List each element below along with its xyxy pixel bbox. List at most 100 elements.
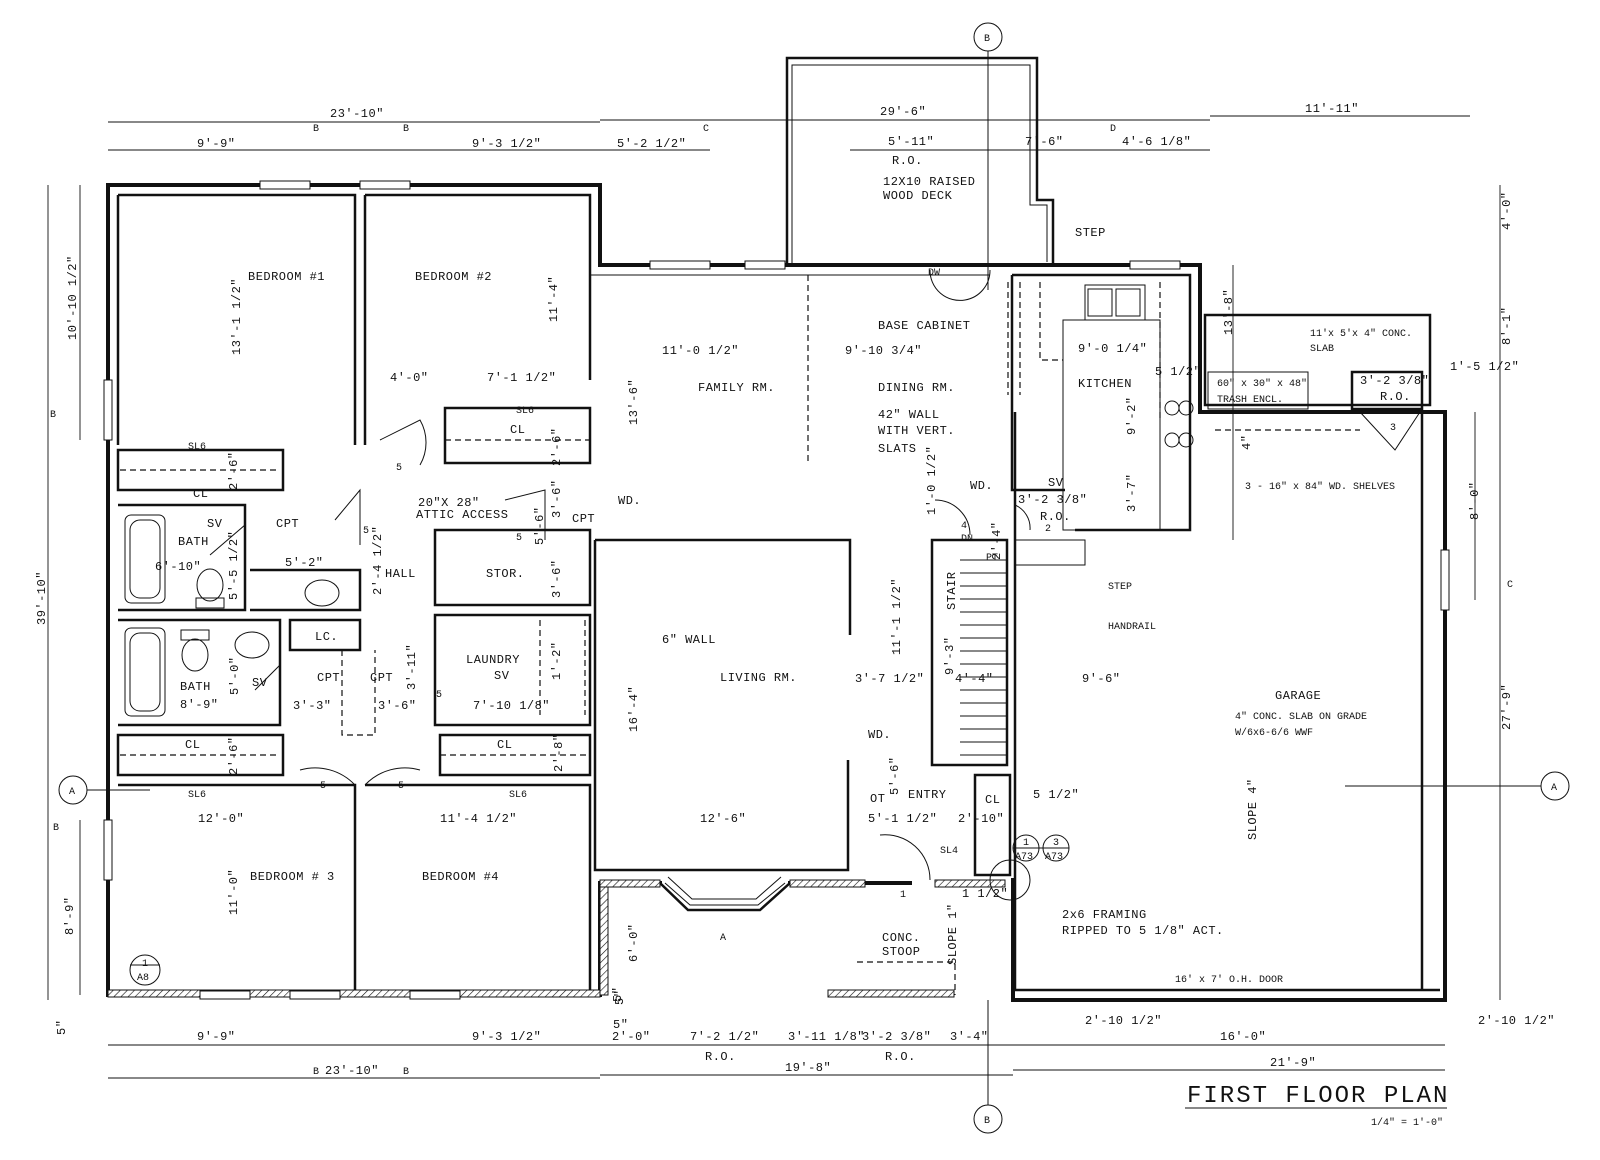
dim-in-a21: 3'-2 3/8": [1018, 493, 1087, 507]
dim-right-d7: 3'-2 3/8": [1360, 374, 1429, 388]
door-tag-5f: 5: [398, 781, 404, 792]
slope4-note: SLOPE 4": [1246, 778, 1260, 840]
dim-in-a50: 2'-4": [990, 521, 1004, 560]
dim-right-d5: 27'-9": [1500, 684, 1514, 730]
bedroom4-label: BEDROOM #4: [422, 870, 499, 884]
pt-note: PT: [986, 553, 998, 564]
sec2-num: 1: [1023, 838, 1029, 849]
stair-note: STAIR: [945, 571, 959, 610]
dim-in-a25: 5'-0": [228, 656, 242, 695]
cl-bed3-note: CL: [185, 738, 200, 752]
dim-top-d3: 5'-2 1/2": [617, 137, 686, 151]
grid-b-top: B: [984, 34, 990, 45]
dim-top-overall-right: 11'-11": [1305, 102, 1359, 116]
wall42-note-2: WITH VERT.: [878, 424, 955, 438]
sl6-bed2-tag: SL6: [516, 406, 534, 417]
room-labels: BEDROOM #1 BEDROOM #2 BEDROOM # 3 BEDROO…: [178, 270, 1321, 884]
dim-in-a3: 4'-0": [390, 371, 429, 385]
left-dimensions: 10'-10 1/2" 39'-10" 8'-9" 5": [35, 255, 80, 1035]
dim-in-a49: 1'-2": [550, 641, 564, 680]
dim-top-d1: 9'-9": [197, 137, 236, 151]
dim-in-a31: 3'-7 1/2": [855, 672, 924, 686]
dw-tag: DW: [928, 268, 940, 279]
door-tag-5e: 5: [320, 781, 326, 792]
framing-note-2: RIPPED TO 5 1/8" ACT.: [1062, 924, 1224, 938]
door-tag-5d: 5: [436, 690, 442, 701]
grid-d-top: D: [1110, 124, 1116, 135]
grid-c-right: C: [1507, 580, 1513, 591]
dim-left-d2: 8'-9": [63, 896, 77, 935]
grid-b-top-left: B: [313, 124, 319, 135]
slab-note-2: SLAB: [1310, 344, 1334, 355]
sv-bath2-note: SV: [252, 676, 268, 690]
dim-bot-d3: 2'-0": [612, 1030, 651, 1044]
dim-in-a6: 9'-10 3/4": [845, 344, 922, 358]
dim-in-a34: 2'-6": [227, 736, 241, 775]
grid-c-top: C: [703, 124, 709, 135]
dim-left-d3: 5": [55, 1020, 69, 1035]
grid-bubbles: [58, 22, 1570, 1134]
dim-in-a7: 9'-0 1/4": [1078, 342, 1147, 356]
wall42-note-1: 42" WALL: [878, 408, 940, 422]
sec3-num: 3: [1053, 838, 1059, 849]
cpt-bath1-note: CPT: [276, 517, 299, 531]
dim-in-a4: 7'-1 1/2": [487, 371, 556, 385]
dim-top-d5: 7'-6": [1025, 135, 1064, 149]
dim-in-a30: 16'-4": [627, 686, 641, 732]
ro-top-1: R.O.: [892, 154, 923, 168]
bay-window: [659, 876, 791, 912]
dim-bot-d4: 7'-2 1/2": [690, 1030, 759, 1044]
garage-label: GARAGE: [1275, 689, 1321, 703]
stoop-note-1: CONC.: [882, 931, 921, 945]
hatched-walls: [107, 879, 1006, 998]
dim-in-a17: 3'-6": [550, 479, 564, 518]
dim-bot-d7: 3'-4": [950, 1030, 989, 1044]
dim-in-a14: 5'-2": [285, 556, 324, 570]
cpt-hall-note: CPT: [370, 671, 393, 685]
dim-in-a46: 5": [611, 987, 625, 1002]
dim-in-a5: 11'-0 1/2": [662, 344, 739, 358]
door-tag-5a: 5: [396, 463, 402, 474]
dim-in-a23: 9'-3": [943, 636, 957, 675]
dim-in-a24: 8'-9": [180, 698, 219, 712]
dim-in-a43: 11'-0": [227, 869, 241, 915]
ro-bottom-2: R.O.: [885, 1050, 916, 1064]
dim-top-d6: 4'-6 1/8": [1122, 135, 1191, 149]
sv-kitchen-note: SV: [1048, 476, 1064, 490]
dim-in-a18: 3'-6": [550, 559, 564, 598]
dimension-lines: [47, 115, 1501, 1079]
sec1-sheet: A8: [137, 973, 149, 984]
dim-in-a8: 13'-6": [627, 379, 641, 425]
stair-treads: [960, 559, 1007, 756]
sv-bath1-note: SV: [207, 517, 223, 531]
dim-in-a29: 7'-10 1/8": [473, 699, 550, 713]
dim-bot-five2: 5": [613, 1018, 628, 1032]
grid-a-left: A: [69, 787, 75, 798]
grid-a-right: A: [1551, 783, 1557, 794]
wall6-note: 6" WALL: [662, 633, 716, 647]
slab-note-1: 11'x 5'x 4" CONC.: [1310, 328, 1412, 340]
lc-note: LC.: [315, 630, 338, 644]
dim-in-a44: 6'-0": [627, 923, 641, 962]
wd-stair-note: WD.: [970, 479, 993, 493]
door-tag-1: 1: [900, 890, 906, 901]
stor-label: STOR.: [486, 567, 525, 581]
dim-in-a16: 2'-4 1/2": [371, 526, 385, 595]
shelves-note: 3 - 16" x 84" WD. SHELVES: [1245, 481, 1395, 493]
deck-note-1: 12X10 RAISED: [883, 175, 975, 189]
dim-bot-d2: 9'-3 1/2": [472, 1030, 541, 1044]
dim-in-a11: 3'-7": [1125, 473, 1139, 512]
dim-right-d3: 1'-5 1/2": [1450, 360, 1519, 374]
dim-in-a41: 2'-10": [958, 812, 1004, 826]
fixtures: [124, 400, 1194, 717]
door-tag-4: 4: [961, 521, 967, 532]
bath2-label: BATH: [180, 680, 211, 694]
grid-b-bottom: B: [984, 1116, 990, 1127]
trash-note-1: 60" x 30" x 48": [1217, 378, 1307, 390]
dim-in-a33: 9'-6": [1082, 672, 1121, 686]
cpt-bath2-note: CPT: [317, 671, 340, 685]
dim-in-a12: 2'-6": [227, 451, 241, 490]
door-tag-5c: 5: [516, 533, 522, 544]
dim-top-overall-left: 23'-10": [330, 107, 384, 121]
